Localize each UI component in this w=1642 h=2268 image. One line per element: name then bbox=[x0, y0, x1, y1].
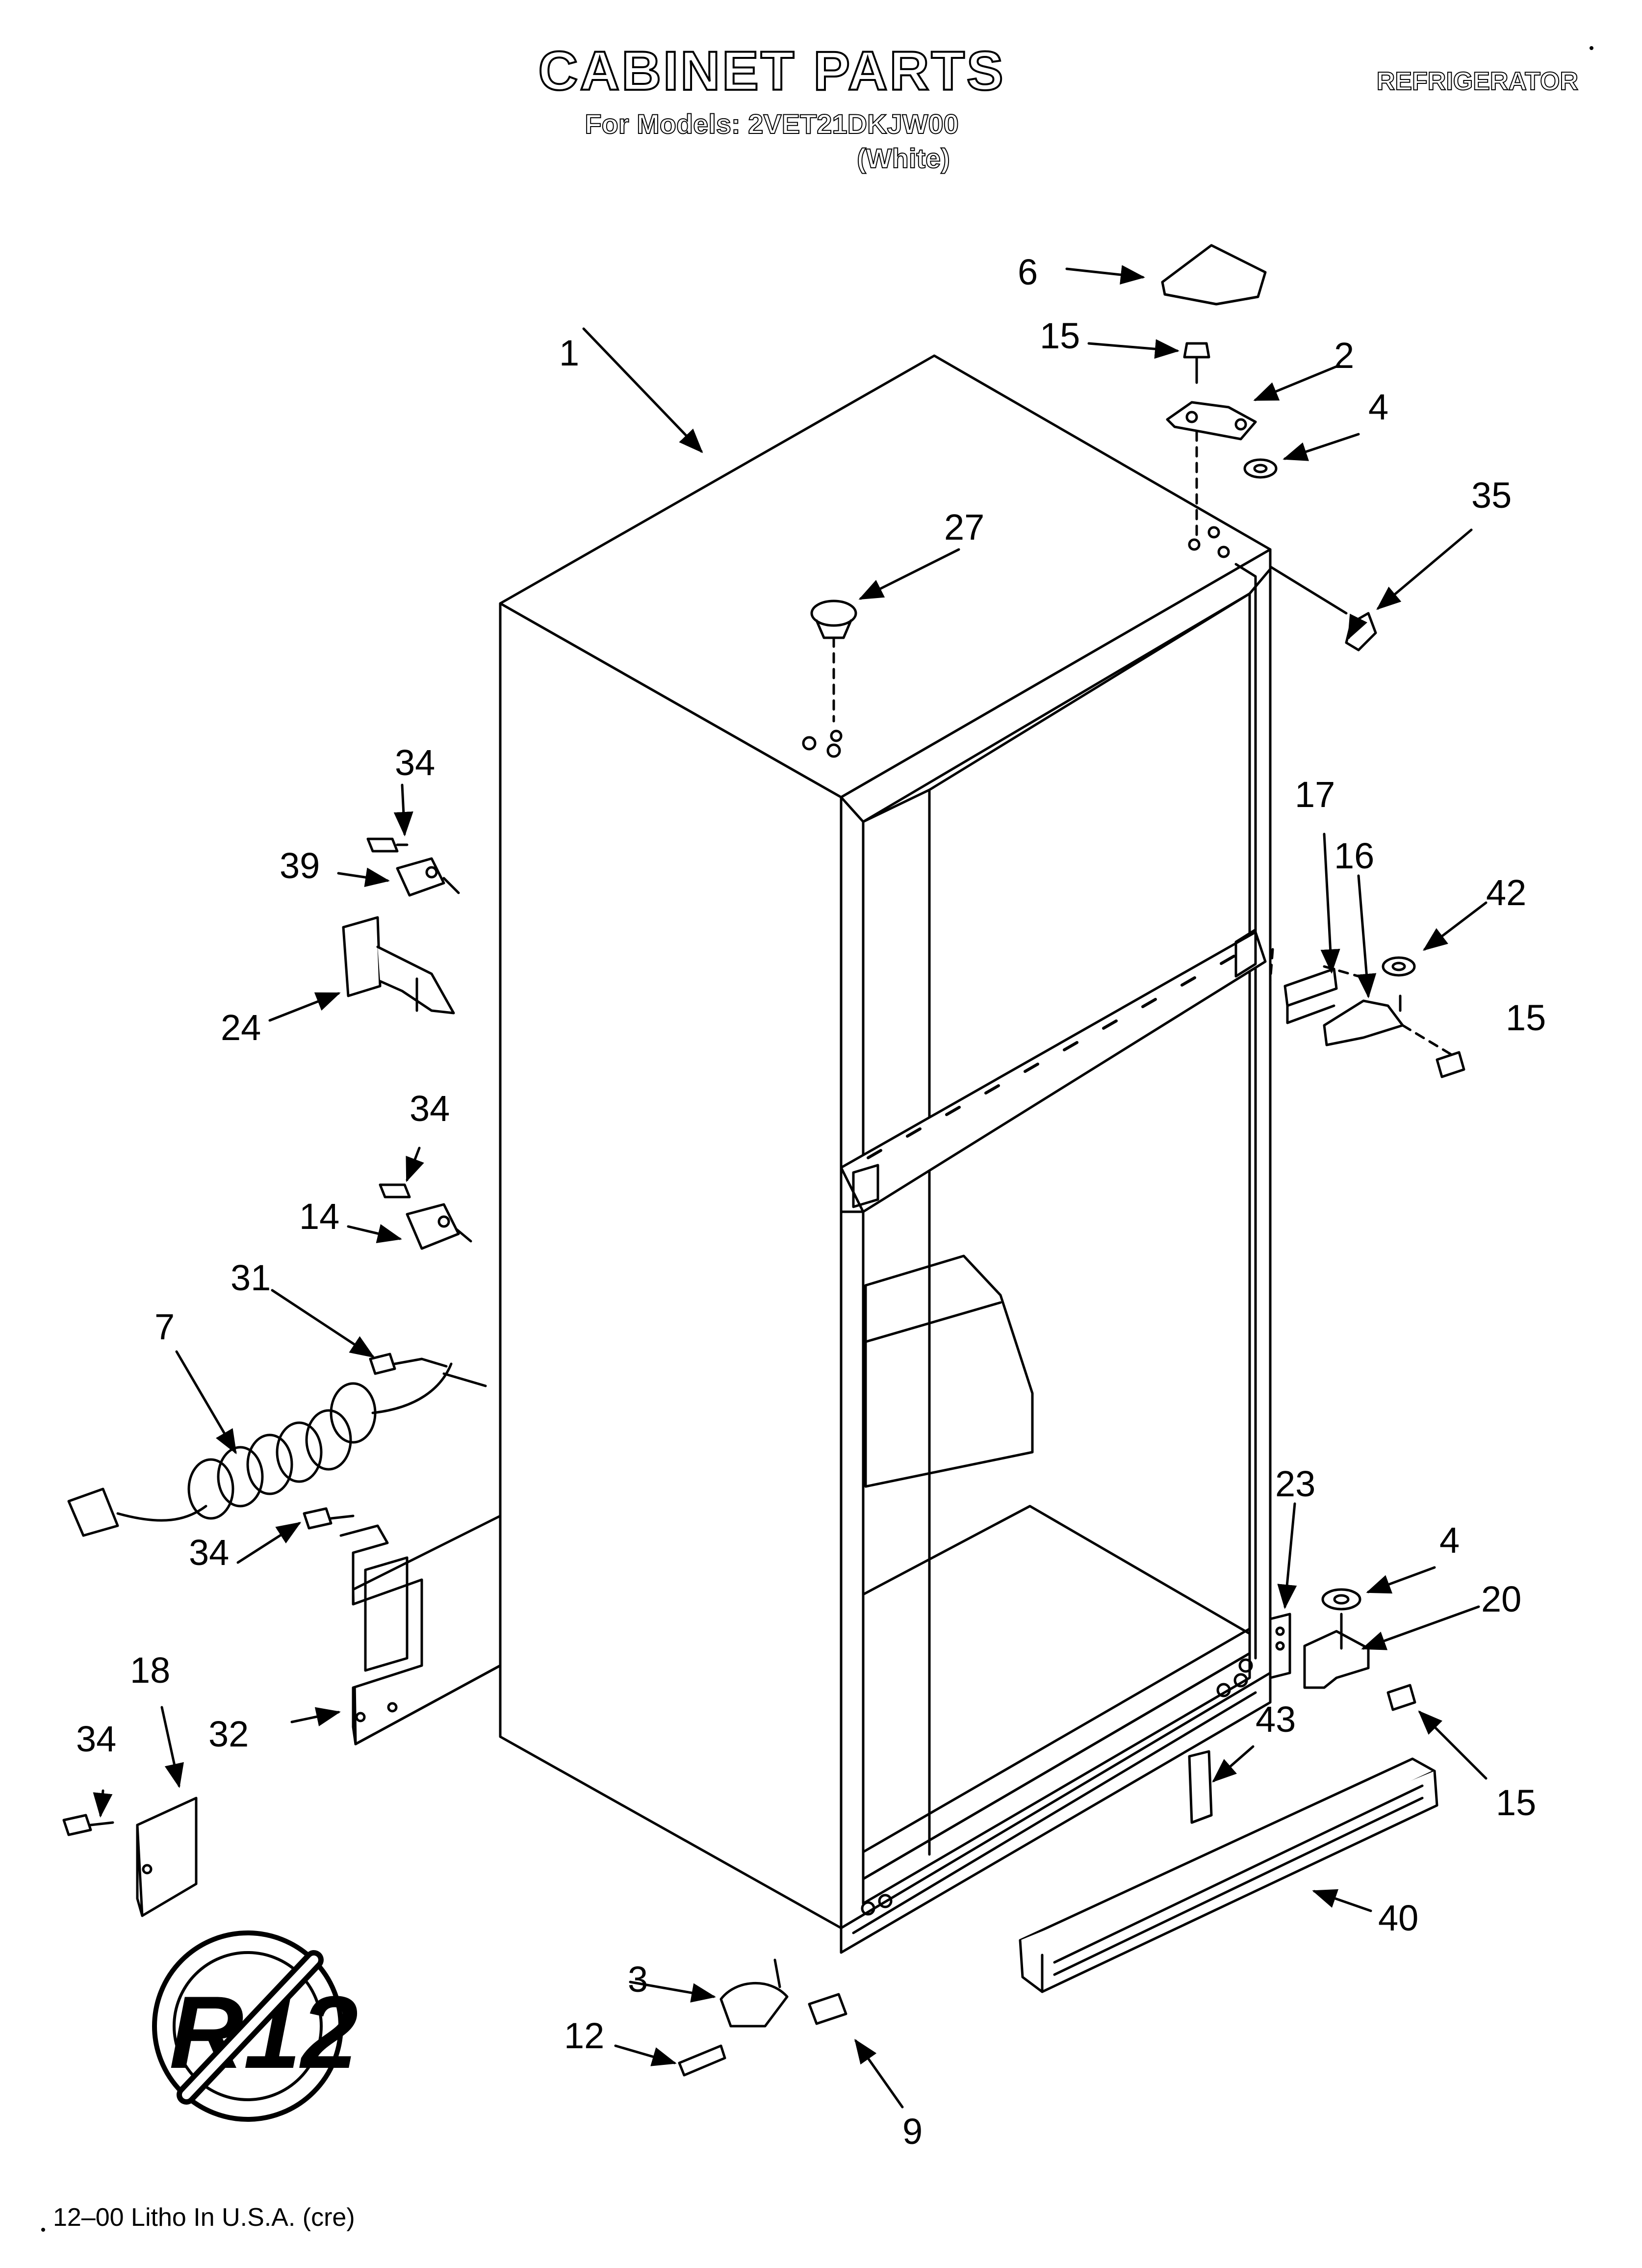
part-14-clamp bbox=[379, 1183, 472, 1250]
part-42-washer bbox=[1382, 956, 1416, 977]
callout-9: 9 bbox=[902, 2111, 923, 2152]
part-27-plug bbox=[810, 600, 857, 723]
callout-1: 1 bbox=[559, 333, 579, 373]
callout-6: 6 bbox=[1018, 252, 1038, 292]
part-15-screw-mid bbox=[1436, 1051, 1465, 1078]
part-18-bracket bbox=[136, 1797, 198, 1917]
callout-15-top: 15 bbox=[1040, 315, 1080, 356]
callout-32: 32 bbox=[208, 1714, 249, 1754]
callout-17: 17 bbox=[1295, 774, 1335, 815]
part-32-cover-plate bbox=[339, 1524, 423, 1746]
part-15-screw-top bbox=[1183, 342, 1210, 384]
part-15-screw-bottom bbox=[1386, 1684, 1416, 1711]
part-17-bracket bbox=[1269, 948, 1338, 1024]
part-43-clip bbox=[1188, 1750, 1213, 1824]
callout-43: 43 bbox=[1256, 1699, 1296, 1740]
part-31-ground-screw bbox=[369, 1353, 487, 1387]
callout-39: 39 bbox=[280, 845, 320, 886]
part-7-power-cord bbox=[67, 1362, 453, 1537]
part-12-pin bbox=[678, 2044, 726, 2077]
registration-dot bbox=[41, 2228, 45, 2232]
page-title: CABINET PARTS bbox=[537, 39, 1005, 103]
part-16-hinge bbox=[1323, 965, 1453, 1056]
callout-34-c: 34 bbox=[189, 1532, 229, 1573]
callout-35: 35 bbox=[1471, 475, 1512, 516]
callout-7: 7 bbox=[154, 1306, 175, 1347]
part-2-top-hinge bbox=[1166, 401, 1257, 536]
callout-3: 3 bbox=[628, 1959, 648, 2000]
callout-15-mid: 15 bbox=[1506, 997, 1546, 1038]
callout-numbers: 1 2 3 4 4 6 7 9 12 14 15 15 15 16 17 18 … bbox=[76, 252, 1546, 2152]
callout-31: 31 bbox=[231, 1257, 271, 1298]
part-39-clamp bbox=[366, 837, 460, 897]
callout-27: 27 bbox=[944, 507, 984, 547]
callout-40: 40 bbox=[1378, 1898, 1418, 1938]
part-6-hinge-cover bbox=[1161, 244, 1267, 306]
part-23-spacer bbox=[1269, 1613, 1291, 1679]
part-20-bottom-hinge bbox=[1303, 1613, 1370, 1689]
part-40-base-grille bbox=[1019, 1757, 1438, 1993]
callout-34-b: 34 bbox=[410, 1088, 450, 1129]
callout-12: 12 bbox=[564, 2015, 604, 2056]
callout-18: 18 bbox=[130, 1650, 170, 1691]
part-4-washer-bottom bbox=[1321, 1588, 1361, 1611]
callout-23: 23 bbox=[1275, 1463, 1315, 1504]
callout-arrows bbox=[93, 265, 1488, 2109]
color-line: (White) bbox=[856, 142, 950, 174]
callout-4-bottom: 4 bbox=[1439, 1520, 1460, 1561]
callout-4-top: 4 bbox=[1368, 387, 1388, 427]
part-35-clip bbox=[1269, 565, 1377, 652]
no-r12-logo: R12 bbox=[152, 1930, 358, 2122]
cabinet bbox=[352, 354, 1272, 1954]
callout-34-d: 34 bbox=[76, 1719, 116, 1759]
callout-14: 14 bbox=[299, 1196, 339, 1237]
print-info: 12–00 Litho In U.S.A. (cre) bbox=[53, 2203, 355, 2232]
part-4-washer-top bbox=[1243, 458, 1278, 479]
part-9-screw bbox=[808, 1993, 847, 2025]
part-34-screws bbox=[62, 1507, 355, 1836]
registration-dot bbox=[1590, 46, 1593, 50]
callout-15-bottom: 15 bbox=[1496, 1782, 1536, 1823]
callout-34-a: 34 bbox=[395, 742, 435, 783]
models-line: For Models: 2VET21DKJW00 bbox=[584, 108, 959, 140]
appliance-label: REFRIGERATOR bbox=[1376, 67, 1579, 96]
part-3-guide bbox=[719, 1958, 789, 2028]
callout-20: 20 bbox=[1481, 1579, 1521, 1619]
part-24-switch bbox=[342, 916, 455, 1015]
callout-24: 24 bbox=[221, 1007, 261, 1048]
callout-2: 2 bbox=[1334, 335, 1354, 376]
callout-16: 16 bbox=[1334, 835, 1374, 876]
callout-42: 42 bbox=[1486, 872, 1526, 913]
